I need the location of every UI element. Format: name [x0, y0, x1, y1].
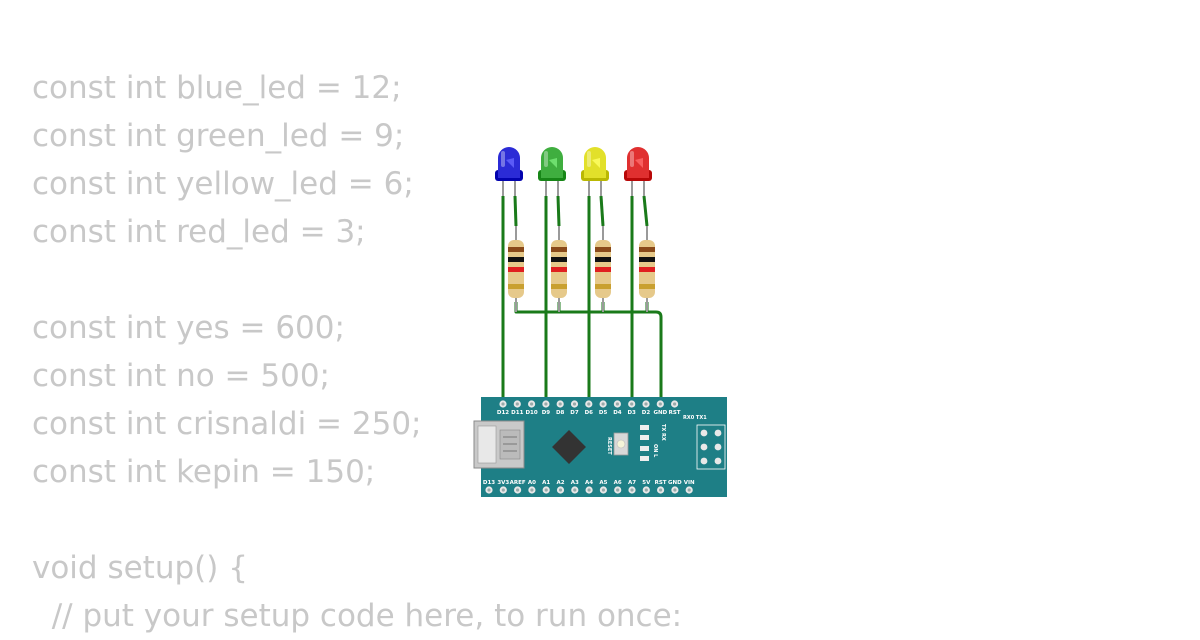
indicator-leds	[640, 425, 649, 461]
code-line: const int red_led = 3;	[32, 214, 366, 250]
reset-button[interactable]	[613, 432, 629, 456]
pin-a2[interactable]: A2	[556, 480, 565, 494]
pin-a4[interactable]: A4	[585, 480, 593, 494]
resistor[interactable]	[639, 226, 655, 312]
pin-d5[interactable]: D5	[599, 400, 608, 416]
resistor[interactable]	[508, 226, 524, 312]
pin-gnd[interactable]: GND	[653, 400, 668, 416]
reset-label: RESET	[606, 437, 612, 455]
on-l-label: ON L	[652, 444, 658, 458]
pin-a6[interactable]: A6	[614, 480, 622, 494]
microcontroller-chip	[552, 430, 586, 464]
pin-label: D3	[627, 410, 636, 416]
wire[interactable]	[556, 195, 561, 227]
wire[interactable]	[599, 195, 605, 227]
pin-label: A1	[542, 480, 550, 486]
code-line: const int kepin = 150;	[32, 454, 376, 490]
pin-label: 5V	[642, 480, 651, 486]
pin-label: D5	[599, 410, 608, 416]
yellow-led[interactable]	[581, 147, 609, 196]
resistor[interactable]	[551, 226, 567, 312]
pin-label: D10	[525, 410, 537, 416]
blue-led[interactable]	[495, 147, 523, 196]
wire[interactable]	[513, 195, 518, 227]
code-line: // put your setup code here, to run once…	[32, 598, 683, 634]
resistor[interactable]	[595, 226, 611, 312]
code-editor: const int blue_led = 12; const int green_…	[32, 64, 682, 640]
pin-label: D2	[642, 410, 651, 416]
pin-label: AREF	[510, 480, 526, 486]
pin-label: A4	[585, 480, 593, 486]
pin-d7[interactable]: D7	[570, 400, 579, 416]
pin-d13[interactable]: D13	[483, 480, 495, 494]
usb-connector	[473, 420, 525, 469]
pin-label: RST	[655, 480, 667, 486]
pin-d8[interactable]: D8	[556, 400, 565, 416]
pin-label: D7	[570, 410, 579, 416]
wires	[501, 195, 663, 404]
pin-label: RST	[669, 410, 681, 416]
pin-label: A5	[599, 480, 607, 486]
pin-a0[interactable]: A0	[528, 480, 536, 494]
pin-a7[interactable]: A7	[628, 480, 636, 494]
pin-5v[interactable]: 5V	[642, 480, 651, 494]
code-line: const int no = 500;	[32, 358, 330, 394]
pin-label: A3	[571, 480, 579, 486]
pin-label: A0	[528, 480, 536, 486]
pin-d9[interactable]: D9	[542, 400, 551, 416]
pin-label: D4	[613, 410, 622, 416]
code-line: void setup() {	[32, 550, 248, 586]
pin-d10[interactable]: D10	[525, 400, 538, 416]
pin-label: VIN	[684, 480, 695, 486]
icsp-header	[696, 424, 726, 470]
pin-d11[interactable]: D11	[511, 400, 524, 416]
leds	[495, 147, 652, 196]
pin-aref[interactable]: AREF	[510, 480, 526, 494]
red-led[interactable]	[624, 147, 652, 196]
code-line: const int green_led = 9;	[32, 118, 405, 154]
pin-label: D11	[511, 410, 523, 416]
pin-label: D13	[483, 480, 495, 486]
pin-d6[interactable]: D6	[585, 400, 594, 416]
pin-gnd[interactable]: GND	[668, 480, 682, 494]
pin-label: D6	[585, 410, 594, 416]
code-line: const int yellow_led = 6;	[32, 166, 414, 202]
pin-vin[interactable]: VIN	[684, 480, 695, 494]
pin-3v3[interactable]: 3V3	[497, 480, 509, 494]
pin-a5[interactable]: A5	[599, 480, 608, 494]
resistors	[508, 226, 655, 312]
pin-label: A6	[614, 480, 622, 486]
wire[interactable]	[514, 302, 663, 404]
pin-label: D8	[556, 410, 565, 416]
code-line: const int blue_led = 12;	[32, 70, 402, 106]
pin-d12[interactable]: D12	[497, 400, 509, 416]
serial-label: RX0 TX1	[683, 415, 707, 421]
pin-label: D9	[542, 410, 551, 416]
wire[interactable]	[642, 195, 649, 227]
green-led[interactable]	[538, 147, 566, 196]
code-line: const int yes = 600;	[32, 310, 345, 346]
pin-label: GND	[668, 480, 682, 486]
pin-a3[interactable]: A3	[571, 480, 579, 494]
pin-a1[interactable]: A1	[542, 480, 550, 494]
pin-rst[interactable]: RST	[669, 400, 681, 416]
tx-rx-label: TX RX	[660, 424, 666, 441]
pin-label: A7	[628, 480, 636, 486]
pin-label: GND	[653, 410, 667, 416]
code-line: const int crisnaldi = 250;	[32, 406, 422, 442]
pin-label: D12	[497, 410, 509, 416]
pin-d3[interactable]: D3	[627, 400, 636, 416]
pin-label: A2	[556, 480, 564, 486]
pin-rst[interactable]: RST	[655, 480, 667, 494]
pin-d2[interactable]: D2	[642, 400, 651, 416]
pin-label: 3V3	[497, 480, 509, 486]
pin-d4[interactable]: D4	[613, 400, 622, 416]
